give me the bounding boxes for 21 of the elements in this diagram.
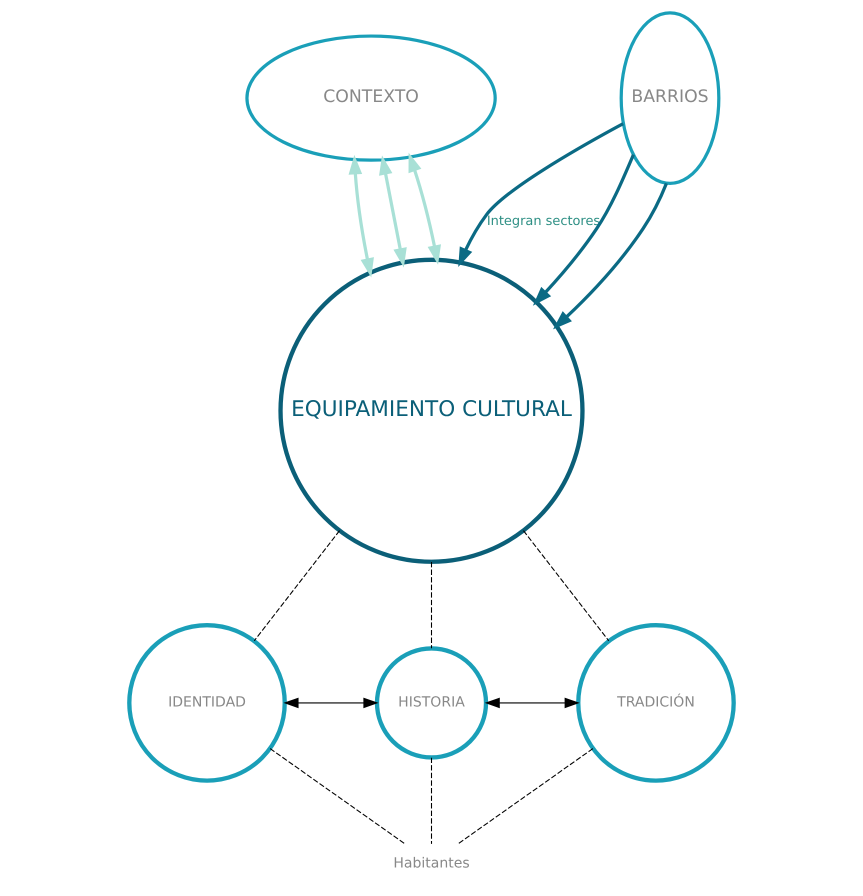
arrow xyxy=(532,154,635,306)
arrow xyxy=(283,698,378,708)
edge-label: Integran sectores xyxy=(486,214,600,230)
connector xyxy=(254,530,340,642)
arrow xyxy=(379,155,407,268)
connector xyxy=(523,530,610,642)
node-text: Habitantes xyxy=(393,855,470,872)
connector xyxy=(430,758,432,844)
arrow xyxy=(408,152,442,265)
node-ellipse: BARRIOS xyxy=(620,11,720,185)
arrow xyxy=(553,182,668,330)
node-circle: HISTORIA xyxy=(374,646,488,760)
arrow xyxy=(484,698,580,708)
arrow xyxy=(458,122,624,267)
connector xyxy=(430,562,432,648)
arrow xyxy=(348,154,374,278)
node-ellipse: CONTEXTO xyxy=(245,34,497,162)
node-circle: IDENTIDAD xyxy=(127,623,287,783)
connector xyxy=(457,748,594,845)
node-circle: TRADICIÓN xyxy=(576,623,736,783)
connector xyxy=(270,748,406,845)
